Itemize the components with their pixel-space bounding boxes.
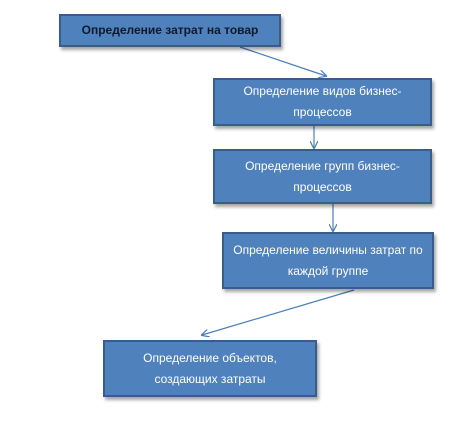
node-cost-objects-label: Определение объектов, создающих затраты [143,350,277,386]
node-process-groups[interactable]: Определение групп бизнес-процессов [213,149,432,204]
node-process-types-label: Определение видов бизнес-процессов [243,84,402,119]
node-cost-definition[interactable]: Определение затрат на товар [59,14,281,47]
node-process-types[interactable]: Определение видов бизнес-процессов [213,78,432,126]
node-process-groups-label: Определение групп бизнес-процессов [245,158,400,194]
node-cost-definition-label: Определение затрат на товар [81,23,259,37]
node-cost-per-group[interactable]: Определение величины затрат по каждой гр… [222,232,434,289]
edge-n1-n2 [239,46,326,76]
edge-n4-n5 [202,289,355,335]
node-cost-per-group-label: Определение величины затрат по каждой гр… [233,242,423,278]
node-cost-objects[interactable]: Определение объектов, создающих затраты [103,340,317,397]
